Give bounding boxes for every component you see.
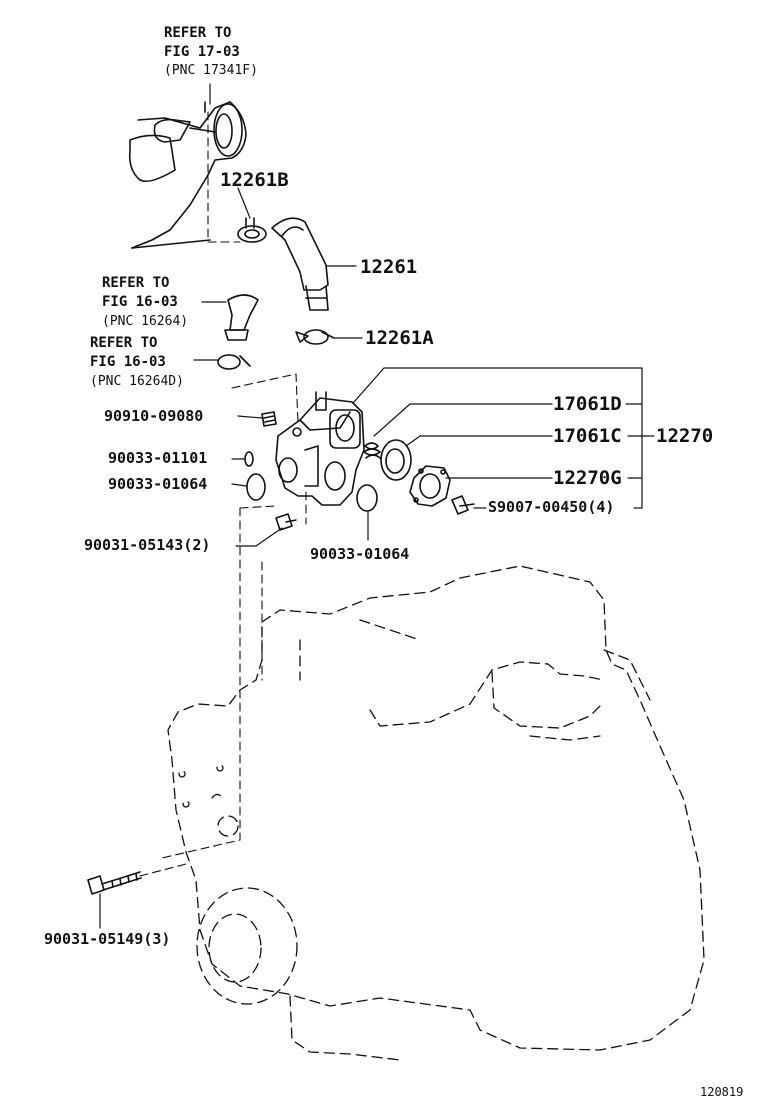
label-90910-09080: 90910-09080	[104, 407, 204, 425]
leader-17061d	[373, 403, 553, 437]
ref-1-refer: REFER TO	[164, 25, 232, 41]
bracket-12270	[353, 367, 655, 509]
label-90033-01101: 90033-01101	[108, 449, 208, 467]
hose-12261	[271, 217, 329, 311]
label-90031-05143: 90031-05143(2)	[84, 536, 211, 554]
label-17061d: 17061D	[553, 393, 622, 415]
water-inlet-housing	[275, 391, 365, 506]
label-12270: 12270	[656, 425, 714, 447]
label-90033-01064-left: 90033-01064	[108, 475, 208, 493]
hose-fragment-16264	[224, 294, 259, 341]
oring-90033-01064-left	[246, 473, 266, 501]
clip-12261b	[237, 217, 267, 243]
plug-90910-09080	[261, 411, 277, 427]
cover-12270g	[409, 465, 451, 507]
ref-3-refer: REFER TO	[90, 335, 158, 351]
figure-number: 120819	[700, 1085, 744, 1099]
label-12261: 12261	[360, 256, 418, 278]
leader-12261b	[237, 187, 251, 219]
leader-17061c	[405, 435, 553, 447]
bolt-90031-05143	[275, 513, 297, 531]
bolt-s9007-00450	[451, 495, 475, 515]
label-12261b: 12261B	[220, 169, 289, 191]
label-s9007-00450: S9007-00450(4)	[488, 498, 615, 516]
ref-2-pnc: (PNC 16264)	[102, 314, 189, 329]
engine-block-phantom	[167, 565, 705, 1061]
label-90031-05149: 90031-05149(3)	[44, 930, 171, 948]
label-12270g: 12270G	[553, 467, 622, 489]
label-17061c: 17061C	[553, 425, 622, 447]
ref-1-fig: FIG 17-03	[164, 44, 240, 60]
oring-90033-01064-right	[356, 484, 378, 512]
ref-3-pnc: (PNC 16264D)	[90, 374, 184, 389]
leader-90033-01064-left	[231, 483, 247, 487]
upper-engine-fragment	[128, 101, 247, 249]
gasket-17061c	[380, 439, 412, 481]
clip-12261a	[295, 329, 335, 345]
ref-3-fig: FIG 16-03	[90, 354, 166, 370]
ref-2-refer: REFER TO	[102, 275, 170, 291]
alignment-lines	[139, 111, 307, 877]
oring-90033-01101	[244, 451, 254, 467]
bolt-90031-05149	[87, 871, 142, 895]
gasket-17061d	[363, 442, 381, 459]
clip-16264d	[217, 354, 251, 370]
ref-1-pnc: (PNC 17341F)	[164, 63, 258, 78]
leader-90910-09080	[237, 415, 263, 419]
ref-2-fig: FIG 16-03	[102, 294, 178, 310]
label-12261a: 12261A	[365, 327, 434, 349]
label-90033-01064-right: 90033-01064	[310, 545, 410, 563]
leader-90031-05143	[235, 527, 283, 547]
